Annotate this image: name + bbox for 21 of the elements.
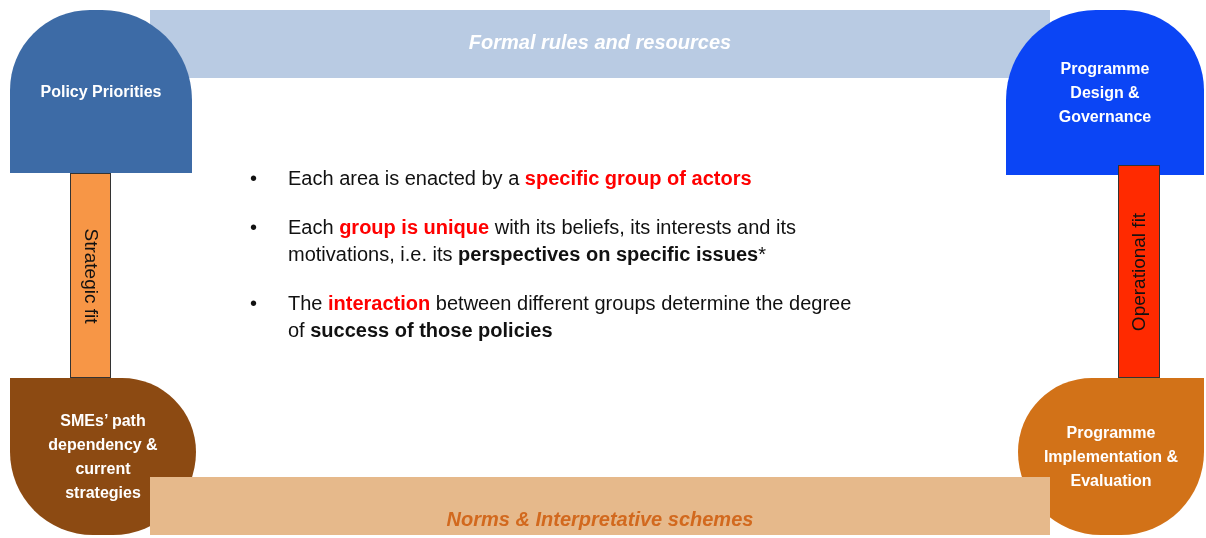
bullet-marker: • [250, 215, 258, 240]
area-blob [10, 378, 196, 535]
area-blob [10, 10, 192, 173]
area-blob [1018, 378, 1204, 535]
area-label: Policy Priorities [40, 81, 162, 102]
bullet-text: The interaction between different groups determine the degree of success of those policies [288, 291, 853, 343]
bullet-marker: • [250, 291, 258, 316]
bullet-text: Each group is unique with its beliefs, its interests and its motivations, i.e. its perspectives on specific issues* [288, 215, 797, 267]
band-label: Formal rules and resources [468, 30, 732, 54]
band-label: Norms & Interpretative schemes [446, 507, 754, 531]
area-blob [1006, 10, 1204, 175]
bar-label: Strategic fit [79, 228, 103, 323]
fit-bar [70, 173, 111, 378]
area-label: SMEs’ path dependency & current strategies [47, 410, 159, 503]
area-label: Programme Implementation & Evaluation [1042, 422, 1180, 491]
bar-label: Operational fit [1127, 212, 1150, 331]
norms-band [150, 477, 1050, 535]
bullet-marker: • [250, 166, 258, 191]
fit-bar [1118, 165, 1160, 378]
bullet-text: Each area is enacted by a specific group of actors [288, 166, 752, 191]
area-label: Programme Design & Governance [1057, 58, 1153, 127]
